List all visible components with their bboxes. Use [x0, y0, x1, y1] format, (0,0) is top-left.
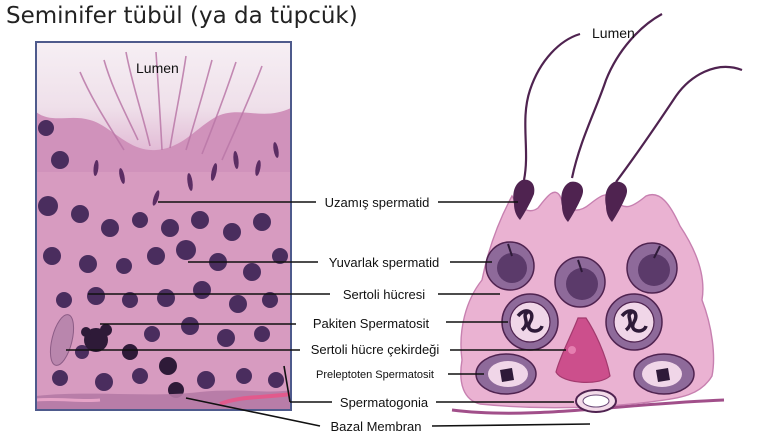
photo-basal-membrane [36, 390, 291, 410]
label-elongated-spermatid: Uzamış spermatid [325, 195, 430, 210]
page-title: Seminifer tübül (ya da tüpcük) [6, 3, 358, 29]
photo-nuclei [38, 120, 288, 391]
label-sertoli-nucleus: Sertoli hücre çekirdeği [311, 342, 440, 357]
diagram-lumen-label: Lumen [592, 25, 635, 41]
label-preleptotene-spermatocyte: Preleptoten Spermatosit [316, 369, 434, 381]
preleptotene-spermatocytes [475, 353, 695, 395]
photo-elongated-spermatids [93, 142, 279, 206]
sperm-tails [79, 51, 263, 161]
label-spermatogonia: Spermatogonia [340, 395, 429, 410]
pachytene-spermatocytes [501, 293, 663, 351]
elongated-spermatid-heads [513, 179, 628, 222]
label-pachytene-spermatocyte: Pakiten Spermatosit [313, 316, 430, 331]
photo-sertoli-nucleus [49, 314, 75, 366]
histology-photo [36, 42, 291, 410]
photo-pachytene-spermatocyte [81, 324, 184, 398]
round-spermatids [485, 241, 678, 308]
leader-lines [66, 201, 591, 427]
label-sertoli-cell: Sertoli hücresi [343, 287, 425, 302]
schematic-basal-membrane [451, 398, 725, 415]
photo-frame [35, 41, 292, 411]
sperm-tails-diagram [522, 13, 743, 183]
photo-lumen-label: Lumen [136, 60, 179, 76]
photo-lumen-area [36, 42, 291, 151]
sertoli-nucleus [555, 317, 611, 383]
schematic [451, 13, 743, 415]
label-round-spermatid: Yuvarlak spermatid [329, 255, 440, 270]
label-basal-membrane: Bazal Membran [330, 419, 421, 434]
